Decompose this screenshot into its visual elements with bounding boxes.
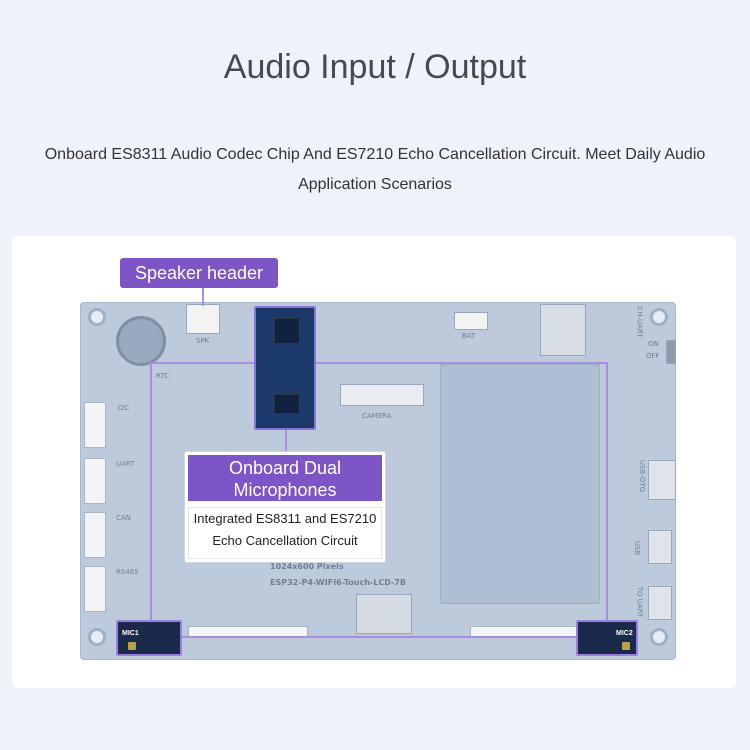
- callout-title-line-1: Onboard Dual: [228, 458, 342, 478]
- mounting-hole: [650, 308, 668, 326]
- mic2-area: MIC2: [576, 620, 638, 656]
- callout-desc-line-2: Echo Cancellation Circuit: [212, 533, 358, 548]
- speaker-connector: [186, 304, 220, 334]
- callout-desc-line-1: Integrated ES8311 and ES7210: [193, 511, 377, 526]
- bat-label: BAT: [462, 332, 476, 340]
- display-area: [440, 364, 600, 604]
- battery-connector: [454, 312, 488, 330]
- uart-label: UART: [116, 460, 135, 468]
- codec-chip: [274, 318, 300, 344]
- callout-description: Integrated ES8311 and ES7210 Echo Cancel…: [188, 507, 382, 559]
- usb-label: USB: [633, 540, 642, 556]
- audio-codec-module: [254, 306, 316, 430]
- uart-connector: [84, 458, 106, 504]
- page-title: Audio Input / Output: [223, 48, 527, 86]
- resolution-text: 1024x600 Pixels: [270, 562, 344, 571]
- camera-connector: [340, 384, 424, 406]
- callout-pointer-line: [285, 430, 287, 452]
- mic-trace-right: [606, 362, 608, 624]
- speaker-pointer-line: [202, 286, 204, 306]
- callout-title-line-2: Microphones: [233, 480, 337, 500]
- usb-port: [648, 530, 672, 564]
- camera-label: CAMERA: [362, 412, 392, 420]
- speaker-header-tag: Speaker header: [120, 258, 278, 288]
- model-text: ESP32-P4-WIFI6-Touch-LCD-7B: [270, 578, 406, 587]
- mic1-icon: [128, 642, 136, 650]
- to-uart-port: [648, 586, 672, 620]
- switch-on-label: ON: [648, 340, 659, 348]
- mic-trace-left: [150, 362, 152, 624]
- mic1-label: MIC1: [122, 630, 139, 637]
- rs485-connector: [84, 566, 106, 612]
- page-subtitle: Onboard ES8311 Audio Codec Chip And ES72…: [0, 140, 750, 200]
- to-uart-label: TO UART: [635, 586, 644, 618]
- can-connector: [84, 512, 106, 558]
- sd-card-slot: [356, 594, 412, 634]
- usb-otg-label: USB-OTG: [638, 459, 647, 493]
- spk-label: SPK: [196, 337, 210, 345]
- mic1-area: MIC1: [116, 620, 182, 656]
- subtitle-line-1: Onboard ES8311 Audio Codec Chip And ES72…: [44, 146, 706, 163]
- mic-trace-bottom: [182, 636, 576, 638]
- i2c-connector: [84, 402, 106, 448]
- power-switch: [666, 340, 676, 364]
- i2c-label: I2C: [118, 404, 130, 412]
- can-label: CAN: [116, 514, 131, 522]
- mic2-icon: [622, 642, 630, 650]
- mic2-label: MIC2: [616, 630, 633, 637]
- rtc-label: RTC: [156, 372, 170, 380]
- mic-trace-top: [150, 362, 608, 364]
- mounting-hole: [88, 628, 106, 646]
- callout-title: Onboard Dual Microphones: [188, 455, 382, 501]
- usb-otg-port: [648, 460, 676, 500]
- dual-microphones-callout: Onboard Dual Microphones Integrated ES83…: [184, 451, 386, 563]
- echo-cancel-chip: [274, 394, 300, 414]
- wifi-module: [540, 304, 586, 356]
- ch-uart-label: CH-UART: [635, 306, 644, 338]
- mounting-hole: [650, 628, 668, 646]
- switch-off-label: OFF: [646, 352, 660, 360]
- rs485-label: RS485: [116, 568, 139, 576]
- rtc-battery-holder: [116, 316, 166, 366]
- subtitle-line-2: Application Scenarios: [298, 176, 452, 193]
- mounting-hole: [88, 308, 106, 326]
